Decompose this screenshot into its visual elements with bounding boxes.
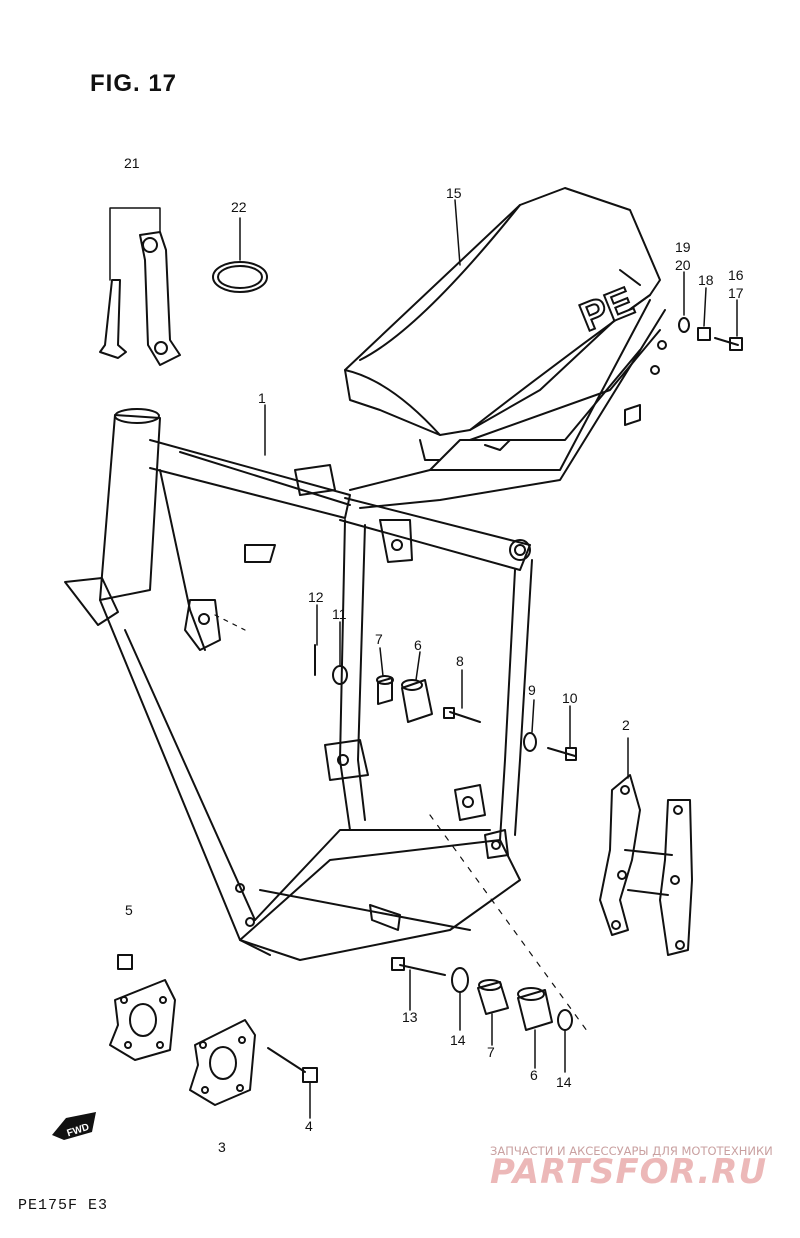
callout-19: 19: [675, 239, 691, 255]
callout-8: 8: [456, 653, 464, 669]
mount-plate-5: [109, 979, 176, 1061]
callout-7-upper: 7: [375, 631, 383, 647]
washer-14-right: [557, 1009, 573, 1031]
callout-6-upper: 6: [414, 637, 422, 653]
o-ring-part: [212, 261, 268, 293]
callout-13: 13: [402, 1009, 418, 1025]
callout-17: 17: [728, 285, 744, 301]
bushing-6-upper: [401, 679, 433, 723]
figure-title: FIG. 17: [90, 70, 178, 97]
callout-1: 1: [258, 390, 266, 406]
spacer-7-lower: [477, 979, 509, 1015]
forward-arrow-icon: FWD: [52, 1112, 96, 1140]
washer-11: [332, 665, 348, 685]
mount-plate-3: [189, 1019, 256, 1106]
callout-15: 15: [446, 185, 462, 201]
bolt-4: [267, 1047, 318, 1083]
callout-9: 9: [528, 682, 536, 698]
bolt-13: [391, 957, 446, 976]
spacer-7-upper: [376, 675, 394, 705]
callout-14-left: 14: [450, 1032, 466, 1048]
assembly-line: [429, 814, 591, 1036]
callout-14-right: 14: [556, 1074, 572, 1090]
frame-part: [64, 299, 667, 961]
nut-part: [117, 954, 133, 970]
callout-20: 20: [675, 257, 691, 273]
callout-5: 5: [125, 902, 133, 918]
callout-10: 10: [562, 690, 578, 706]
seat-part: [344, 187, 661, 436]
leader-lines: [109, 199, 738, 1119]
watermark-tagline: ЗАПЧАСТИ И АКСЕССУАРЫ ДЛЯ МОТОТЕХНИКИ: [490, 1144, 773, 1158]
seat-emblem: PE: [574, 279, 640, 340]
bolt-16-17: [714, 337, 743, 351]
bracket-part: [599, 774, 693, 956]
callout-2: 2: [622, 717, 630, 733]
bolt-8: [443, 707, 481, 723]
callout-18: 18: [698, 272, 714, 288]
figure-code: PE175F E3: [18, 1197, 109, 1214]
watermark-brand: PARTSFOR.RU: [490, 1152, 768, 1192]
callout-22: 22: [231, 199, 247, 215]
callout-21: 21: [124, 155, 140, 171]
callout-16: 16: [728, 267, 744, 283]
callout-4: 4: [305, 1118, 313, 1134]
bushing-6-lower: [517, 987, 553, 1031]
washer-14-left: [451, 967, 469, 993]
bolt-10: [547, 747, 577, 761]
washer-19-20: [678, 317, 690, 333]
callout-7-lower: 7: [487, 1044, 495, 1060]
callout-11: 11: [332, 606, 347, 622]
tool-part: [99, 231, 181, 366]
callout-6-lower: 6: [530, 1067, 538, 1083]
washer-9: [523, 732, 537, 752]
callout-3: 3: [218, 1139, 226, 1155]
callout-12: 12: [308, 589, 324, 605]
nut-18: [697, 327, 711, 341]
